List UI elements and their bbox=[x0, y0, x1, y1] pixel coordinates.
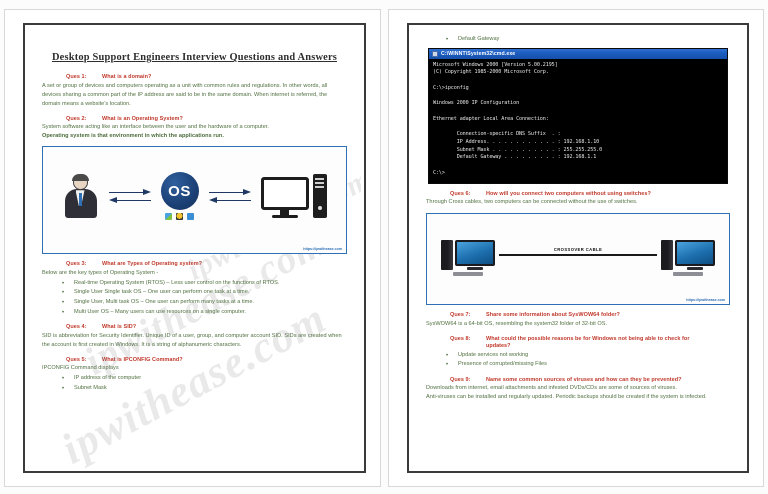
os-node: OS bbox=[160, 172, 199, 221]
user-icon bbox=[63, 173, 99, 219]
page-content-right: ipwithease.com ipwithease.com Default Ga… bbox=[412, 28, 744, 468]
question-5-text: What is IPCONFIG Command? bbox=[102, 356, 183, 363]
list-item: Real-time Operating System (RTOS) – Less… bbox=[40, 279, 349, 289]
list-item: Single User, Multi task OS – One user ca… bbox=[40, 298, 349, 308]
os-platform-icons bbox=[165, 213, 194, 221]
answer-1-text: A set or group of devices and computers … bbox=[42, 82, 328, 107]
os-diagram-row: OS bbox=[43, 147, 346, 253]
crossover-diagram-row: CROSSOVER CABLE bbox=[427, 214, 729, 304]
question-4-heading: Ques 4: What is SID? bbox=[66, 324, 349, 330]
question-3-text: What are Types of Operating system? bbox=[102, 261, 203, 268]
arrows-user-to-os bbox=[108, 189, 151, 204]
question-2-heading: Ques 2: What is an Operating System? bbox=[66, 116, 349, 122]
question-9-text: Name some common sources of viruses and … bbox=[486, 376, 682, 383]
answer-2-text: System software acting like an interface… bbox=[42, 124, 269, 131]
answer-3-intro: Below are the key types of Operating Sys… bbox=[42, 269, 159, 276]
answer-7-text: SysWOW64 is a 64-bit OS, resembling the … bbox=[426, 320, 608, 327]
list-item: Update services not working bbox=[424, 351, 732, 361]
cable-label: CROSSOVER CABLE bbox=[553, 247, 603, 253]
page-border-right: ipwithease.com ipwithease.com Default Ga… bbox=[407, 23, 749, 473]
command-prompt-window[interactable]: C:\WINNT\System32\cmd.exe Microsoft Wind… bbox=[428, 47, 728, 184]
question-8-text: What could the possible reasons be for W… bbox=[486, 335, 690, 342]
os-label: OS bbox=[160, 172, 199, 211]
list-item: Multi User OS – Many users can use resou… bbox=[40, 308, 349, 318]
question-7-text: Share some information about SysWOW64 fo… bbox=[486, 312, 620, 319]
list-item: IP address of the computer bbox=[40, 374, 349, 384]
cable-line: CROSSOVER CABLE bbox=[499, 247, 657, 256]
list-item: Single User Single task OS – One user ca… bbox=[40, 288, 349, 298]
command-prompt-titlebar: C:\WINNT\System32\cmd.exe bbox=[429, 48, 727, 59]
question-6-heading: Ques 6: How will you connect two computer… bbox=[450, 191, 732, 197]
computer-right-icon bbox=[661, 240, 715, 277]
console-icon bbox=[432, 50, 438, 57]
question-8-text-continued: updates? bbox=[486, 343, 511, 350]
question-6-number: Ques 6: bbox=[450, 190, 471, 197]
question-2-text: What is an Operating System? bbox=[102, 115, 183, 122]
continued-bullet-list: Default Gateway bbox=[424, 35, 732, 45]
crossover-cable-diagram: CROSSOVER CABLE https://ipwithease.com bbox=[426, 213, 730, 306]
list-item: Default Gateway bbox=[424, 35, 732, 45]
answer-4-text: SID is abbreviation for Security Identif… bbox=[42, 332, 342, 348]
tower-icon bbox=[312, 174, 327, 219]
answer-9-text: Downloads from internet, email attachmen… bbox=[426, 385, 677, 392]
question-1-number: Ques 1: bbox=[66, 74, 87, 80]
page-border-left: ipwithease.com ipwithease.com ipwithease… bbox=[23, 23, 366, 473]
operating-system-diagram: OS bbox=[42, 146, 347, 255]
page-title: Desktop Support Engineers Interview Ques… bbox=[51, 52, 338, 63]
figure-credit: https://ipwithease.com bbox=[303, 247, 342, 252]
list-item: Subnet Mask bbox=[40, 384, 349, 394]
arrow-left-icon bbox=[108, 197, 151, 204]
document-page-left: ipwithease.com ipwithease.com ipwithease… bbox=[4, 9, 381, 487]
question-5-heading: Ques 5: What is IPCONFIG Command? bbox=[66, 357, 349, 363]
question-3-number: Ques 3: bbox=[66, 261, 87, 268]
question-6-text: How will you connect two computers witho… bbox=[486, 190, 651, 197]
document-page-right: ipwithease.com ipwithease.com Default Ga… bbox=[388, 9, 764, 487]
answer-5-bullet-list: IP address of the computer Subnet Mask bbox=[40, 374, 349, 394]
answer-6-text: Through Cross cables, two computers can … bbox=[426, 199, 638, 206]
command-prompt-title-text: C:\WINNT\System32\cmd.exe bbox=[441, 50, 516, 57]
answer-8-bullet-list: Update services not working Presence of … bbox=[424, 351, 732, 371]
question-4-number: Ques 4: bbox=[66, 324, 87, 331]
monitor-icon bbox=[260, 177, 309, 219]
answer-5-intro: IPCONFIG Command displays bbox=[42, 365, 119, 372]
windows-icon bbox=[165, 213, 172, 221]
computer-left-icon bbox=[441, 240, 495, 277]
list-item: Presence of corrupted/missing Files bbox=[424, 360, 732, 370]
arrows-os-to-computer bbox=[208, 189, 251, 204]
question-1-heading: Ques 1: What is a domain? bbox=[66, 74, 349, 80]
answer-2-text-second: Operating system is that environment in … bbox=[42, 133, 224, 140]
apple-icon bbox=[187, 213, 194, 221]
question-5-number: Ques 5: bbox=[66, 356, 87, 363]
question-7-heading: Ques 7: Share some information about SysW… bbox=[450, 312, 732, 318]
arrow-right-icon bbox=[108, 189, 151, 196]
computer-icon bbox=[260, 174, 327, 219]
question-2-number: Ques 2: bbox=[66, 115, 87, 122]
question-7-number: Ques 7: bbox=[450, 312, 471, 319]
command-prompt-output: Microsoft Windows 2000 [Version 5.00.219… bbox=[433, 61, 603, 176]
page-content-left: ipwithease.com ipwithease.com ipwithease… bbox=[28, 28, 361, 468]
arrow-right-icon bbox=[208, 189, 251, 196]
question-9-heading: Ques 9: Name some common sources of virus… bbox=[450, 377, 732, 383]
answer-3-bullet-list: Real-time Operating System (RTOS) – Less… bbox=[40, 279, 349, 318]
question-8-number: Ques 8: bbox=[450, 335, 471, 342]
answer-9-text-second: Anti-viruses can be installed and regula… bbox=[426, 394, 707, 401]
question-9-number: Ques 9: bbox=[450, 376, 471, 383]
figure-credit: https://ipwithease.com bbox=[686, 298, 725, 303]
question-8-heading: Ques 8: What could the possible reasons b… bbox=[450, 336, 732, 342]
question-3-heading: Ques 3: What are Types of Operating syste… bbox=[66, 261, 349, 267]
question-4-text: What is SID? bbox=[102, 324, 137, 331]
question-1-text: What is a domain? bbox=[102, 74, 152, 80]
linux-icon bbox=[176, 213, 183, 221]
arrow-left-icon bbox=[208, 197, 251, 204]
